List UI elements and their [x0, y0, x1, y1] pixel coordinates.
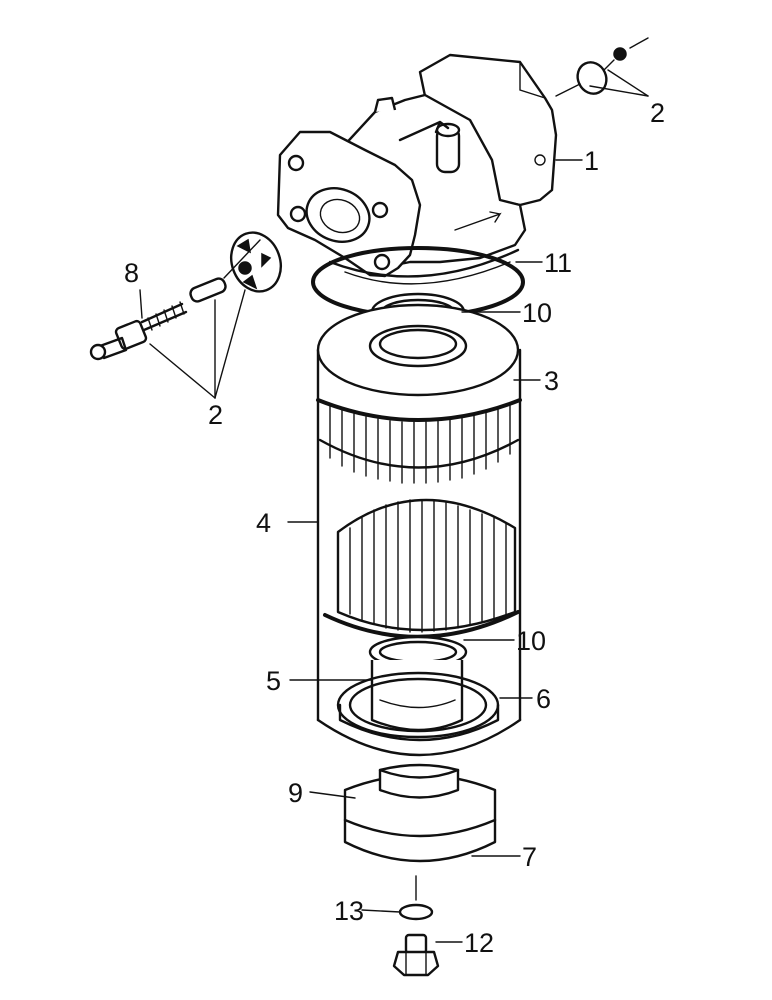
callout-10-bottom: 10 — [516, 626, 546, 656]
filter-element-part-3 — [316, 303, 522, 484]
washer-and-nut-top — [555, 37, 649, 97]
callout-5: 5 — [266, 666, 281, 696]
relief-valve-parts — [89, 231, 282, 361]
callout-12: 12 — [464, 928, 494, 958]
callout-7: 7 — [522, 842, 537, 872]
callout-11: 11 — [544, 248, 572, 278]
o-ring-part-13 — [398, 903, 434, 921]
callout-9: 9 — [288, 778, 303, 808]
gasket-part-6 — [336, 671, 500, 742]
bottom-cap-part-7 — [343, 763, 497, 863]
callout-6: 6 — [536, 684, 551, 714]
filter-bowl-part-4 — [316, 348, 522, 757]
callout-4: 4 — [256, 508, 271, 538]
callout-8: 8 — [124, 258, 139, 288]
drain-plug-part-12 — [392, 933, 440, 977]
element-pleats-top — [329, 403, 511, 484]
filter-element-body — [323, 498, 520, 639]
center-tube-part-5 — [370, 660, 464, 732]
callout-1: 1 — [584, 146, 599, 176]
callout-3: 3 — [544, 366, 559, 396]
filter-head-part-1 — [276, 53, 558, 285]
callout-13: 13 — [334, 896, 364, 926]
callout-10-top: 10 — [522, 298, 552, 328]
callout-2-top: 2 — [650, 98, 665, 128]
callout-2-left: 2 — [208, 400, 223, 430]
callout-labels: 1 2 2 3 4 5 6 7 8 9 10 10 11 12 13 — [124, 98, 665, 958]
leader-lines — [139, 69, 649, 943]
